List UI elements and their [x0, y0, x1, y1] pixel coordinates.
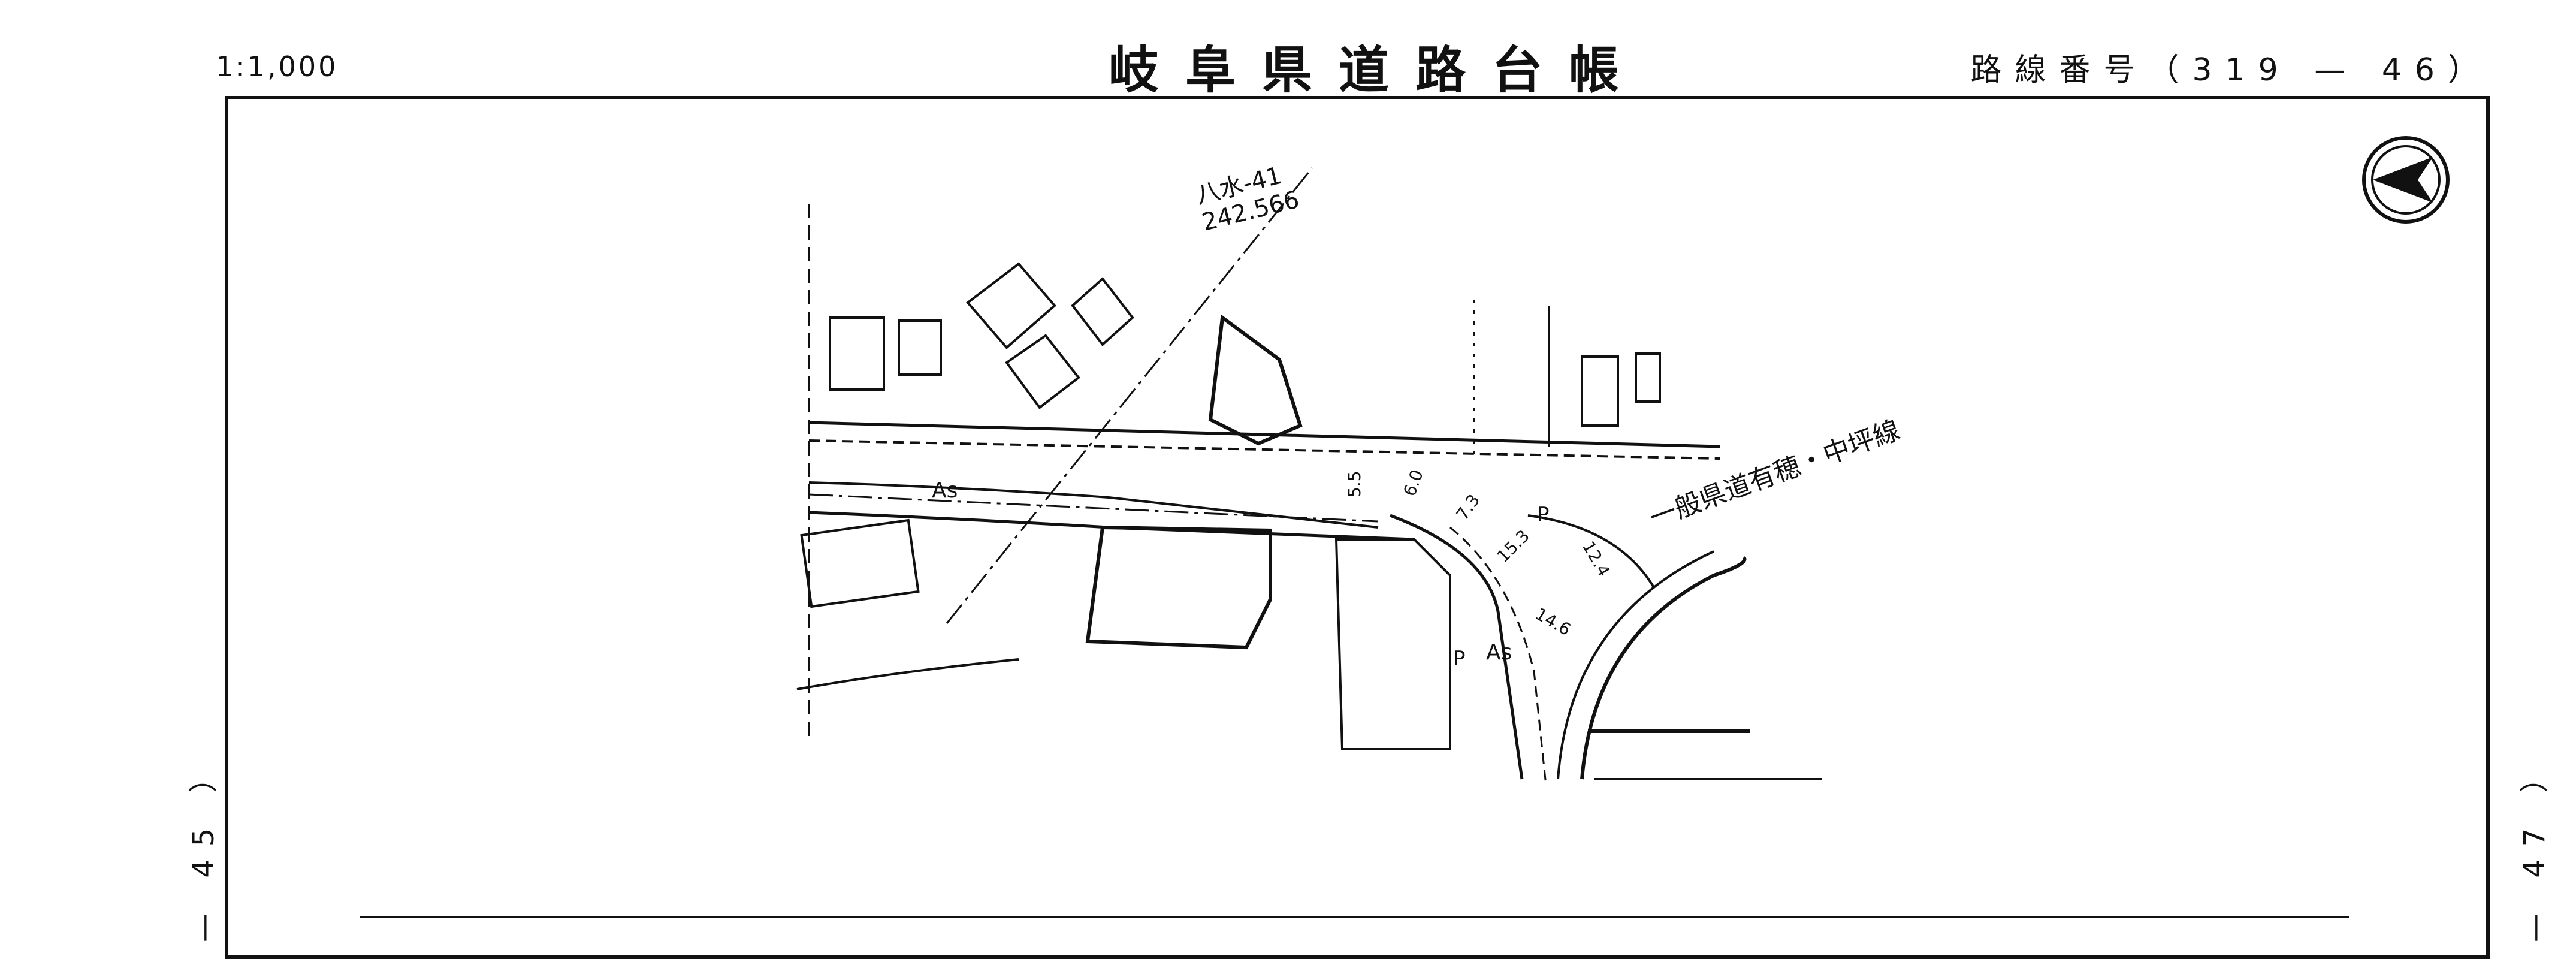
pole-label-west: P: [1453, 647, 1466, 671]
north-arrow-icon: [2362, 136, 2450, 224]
width-label: 7.3: [1452, 491, 1484, 524]
pavement-label-south: As: [1486, 640, 1512, 665]
width-label: 14.6: [1532, 604, 1574, 640]
page-title: 岐阜県道路台帳: [1109, 41, 1646, 99]
pole-label: P: [1537, 503, 1550, 527]
width-label: 6.0: [1400, 467, 1427, 499]
road-name-label: 一般県道有穂・中坪線: [1645, 415, 1904, 533]
map-scale: 1:1,000: [216, 50, 339, 83]
pavement-label: As: [932, 478, 958, 503]
width-label: 12.4: [1578, 538, 1614, 580]
width-label: 15.3: [1493, 526, 1533, 566]
width-label: 5.5: [1345, 471, 1364, 497]
route-number: 路線番号（319 — 46）: [1970, 52, 2492, 88]
